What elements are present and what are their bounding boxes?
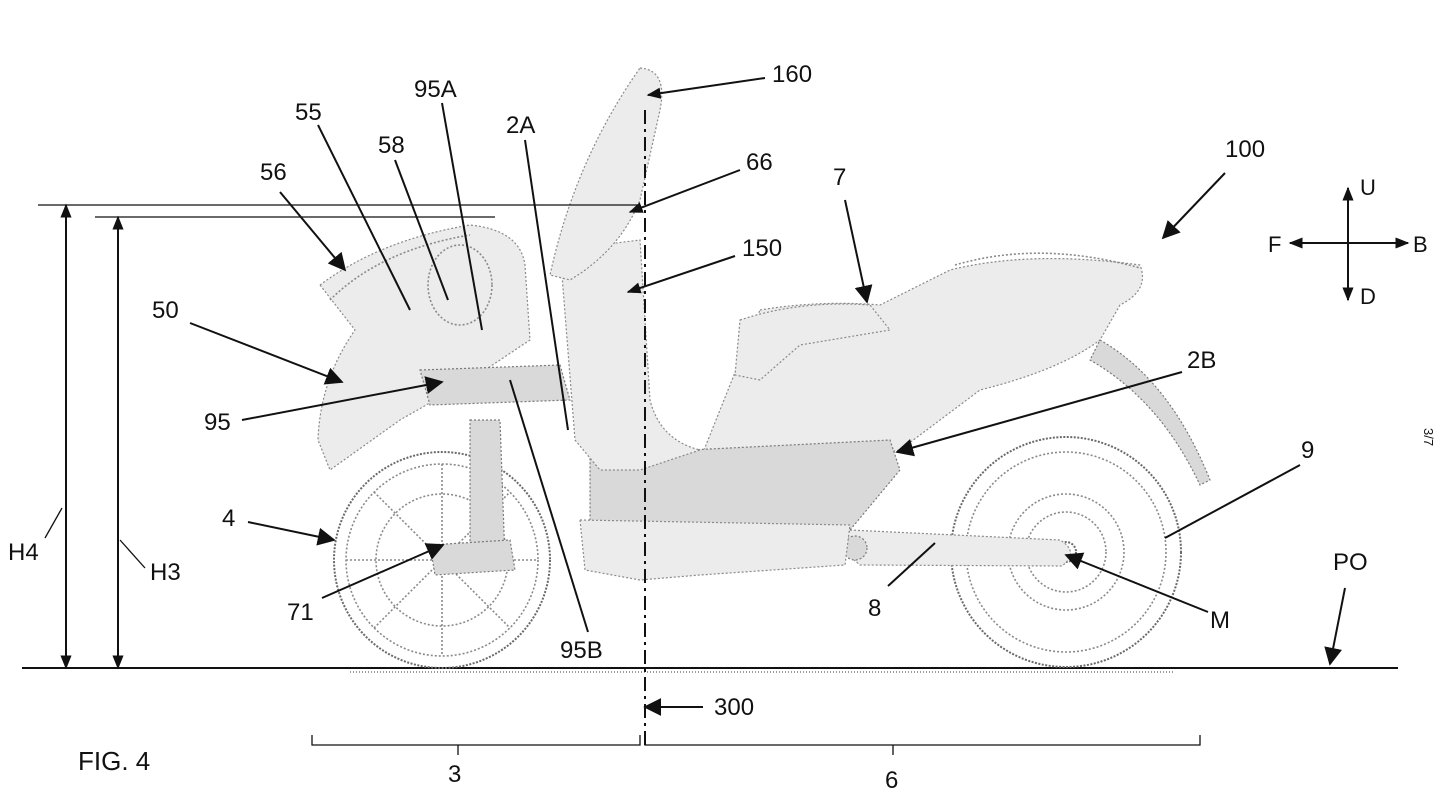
- front-legshield: [559, 239, 703, 471]
- direction-back: B: [1413, 232, 1428, 257]
- lower-frame: [579, 519, 851, 581]
- direction-compass: U D F B: [1268, 175, 1428, 309]
- label-8: 8: [868, 595, 881, 622]
- label-150: 150: [742, 235, 782, 262]
- three-wheeled-motorcycle-drawing: [317, 67, 1211, 669]
- figure-title: FIG. 4: [78, 746, 150, 776]
- label-2a: 2A: [506, 112, 535, 139]
- height-dimension-h4: H4: [8, 203, 640, 670]
- label-56: 56: [260, 159, 287, 186]
- tilt-mechanism: [419, 364, 571, 406]
- label-4: 4: [222, 505, 235, 532]
- label-m: M: [1210, 607, 1230, 634]
- seat: [734, 303, 892, 381]
- label-66: 66: [746, 149, 773, 176]
- label-6: 6: [885, 767, 898, 794]
- label-9: 9: [1301, 437, 1314, 464]
- headlight: [427, 244, 493, 326]
- swing-arm: [845, 529, 1072, 567]
- sheet-number: 3/7: [1421, 428, 1436, 446]
- label-2b: 2B: [1187, 347, 1216, 374]
- label-h3: H3: [150, 559, 181, 586]
- ground-line: [22, 667, 1398, 673]
- label-7: 7: [833, 164, 846, 191]
- front-region-brace-3: 3: [311, 735, 641, 788]
- direction-front: F: [1268, 232, 1281, 257]
- label-95b: 95B: [560, 637, 603, 664]
- rear-fender: [1089, 339, 1211, 486]
- label-71: 71: [287, 599, 314, 626]
- label-h4: H4: [8, 539, 39, 566]
- height-dimension-h3: H3: [95, 215, 495, 670]
- direction-up: U: [1360, 175, 1376, 200]
- label-100: 100: [1225, 136, 1265, 163]
- label-95a: 95A: [414, 76, 457, 103]
- label-50: 50: [152, 297, 179, 324]
- label-55: 55: [295, 99, 322, 126]
- windscreen: [549, 67, 663, 281]
- reference-labels: 160 100 95A 55 58 2A 66 56 7 150 50: [152, 61, 1368, 721]
- label-58: 58: [378, 132, 405, 159]
- label-160: 160: [772, 61, 812, 88]
- label-300: 300: [714, 694, 754, 721]
- direction-down: D: [1360, 284, 1376, 309]
- front-arm: [429, 539, 516, 576]
- front-suspension: [469, 419, 506, 561]
- label-3: 3: [448, 761, 461, 788]
- label-95: 95: [204, 409, 231, 436]
- label-po: PO: [1333, 549, 1368, 576]
- rear-region-brace-6: 6: [644, 735, 1201, 794]
